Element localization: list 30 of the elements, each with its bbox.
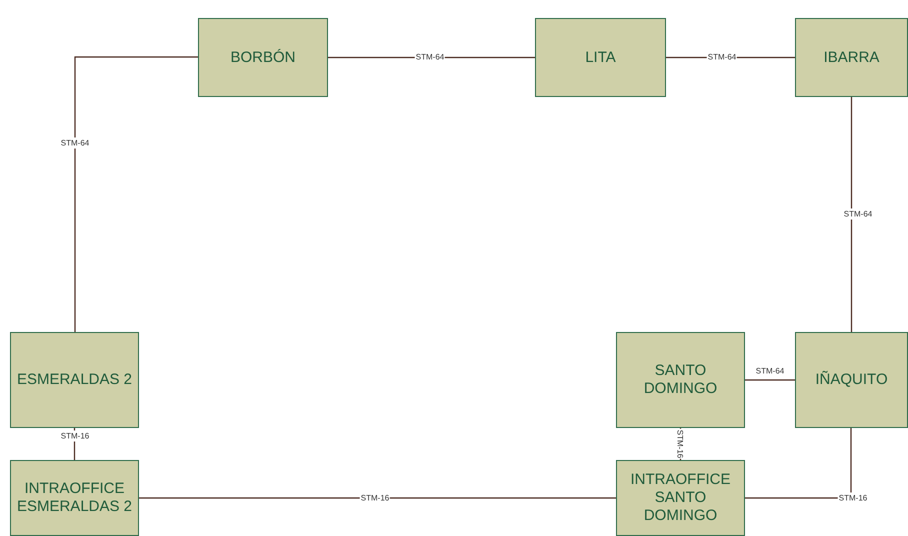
edge-label: STM-16 <box>674 428 686 460</box>
connector-line <box>74 56 198 332</box>
site-box <box>795 332 908 428</box>
site-box <box>535 18 666 97</box>
connector-line <box>850 97 852 332</box>
site-name: SANTO DOMINGO <box>642 362 718 398</box>
site-name: LITA <box>585 48 616 66</box>
edge-label: STM-16 <box>360 492 390 504</box>
edge-label: STM-64 <box>414 52 446 62</box>
edge-label: STM-64 <box>706 52 738 62</box>
edge-label: STM-64 <box>60 138 90 148</box>
site-box <box>616 460 745 536</box>
site-name: ESMERALDAS 2 <box>16 371 132 389</box>
edge-label: STM-16 <box>838 492 868 504</box>
site-name: INTRAOFFICE ESMERALDAS 2 <box>16 480 134 516</box>
site-name: INTRAOFFICE SANTO DOMINGO <box>630 471 732 525</box>
site-box <box>198 18 328 97</box>
edge-label: STM-64 <box>754 366 786 376</box>
edge-label: STM-16 <box>60 430 90 442</box>
site-name: IÑAQUITO <box>815 371 888 389</box>
site-box <box>10 460 139 536</box>
site-box <box>616 332 745 428</box>
edge-label: STM-64 <box>842 208 874 220</box>
site-box <box>10 332 139 428</box>
site-name: BORBÓN <box>230 48 296 66</box>
site-box <box>795 18 908 97</box>
connector-line <box>745 379 795 381</box>
connector-line <box>745 428 852 499</box>
connector-line <box>139 497 616 499</box>
site-name: IBARRA <box>824 48 880 66</box>
